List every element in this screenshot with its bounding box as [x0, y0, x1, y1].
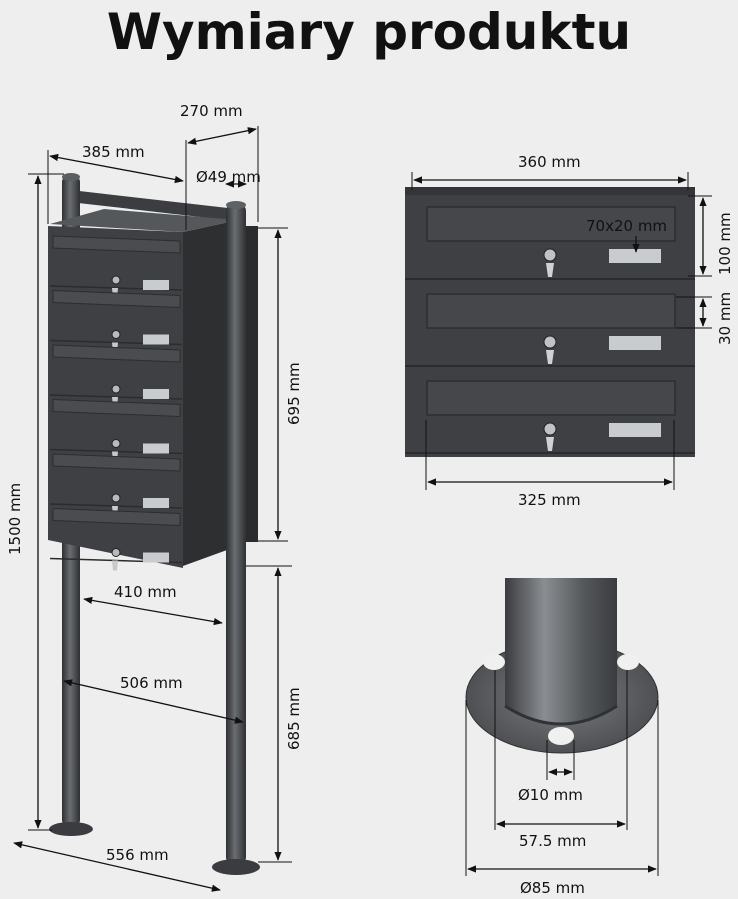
nameplate	[143, 389, 169, 399]
lock-icon	[111, 330, 121, 339]
nameplate	[609, 423, 661, 437]
page-title: Wymiary produktu	[106, 3, 632, 61]
compartment-flap	[52, 235, 181, 254]
lock-icon	[111, 275, 121, 285]
compartment-flap	[52, 344, 181, 363]
key-icon	[546, 437, 554, 451]
compartment-5	[49, 453, 183, 516]
compartment-2	[49, 289, 183, 353]
nameplate	[143, 443, 169, 454]
label-total-height: 1500 mm	[6, 483, 24, 555]
nameplate	[143, 280, 169, 290]
compartment-1	[49, 235, 183, 298]
compartment-flap	[52, 507, 181, 527]
label-hole-spacing: 57.5 mm	[519, 832, 586, 850]
label-flange-diameter: Ø85 mm	[520, 879, 585, 897]
compartment-6	[49, 507, 183, 571]
front-compartment-1	[405, 206, 695, 280]
label-base-width: 556 mm	[106, 846, 169, 864]
post-base-illustration	[465, 578, 659, 754]
label-inner-width: 410 mm	[114, 583, 177, 601]
nameplate	[609, 249, 661, 263]
compartment-4	[49, 398, 183, 462]
label-post-spacing: 506 mm	[120, 674, 183, 692]
nameplate	[143, 498, 169, 508]
mail-slot	[426, 206, 676, 242]
label-slot-width: 325 mm	[518, 491, 581, 509]
compartment-flap	[52, 398, 181, 418]
lock-icon	[111, 493, 121, 503]
lock-icon	[111, 548, 121, 557]
dimension-lines	[13, 126, 712, 892]
label-front-width: 360 mm	[518, 153, 581, 171]
key-icon	[112, 560, 118, 571]
lock-icon	[111, 384, 121, 394]
label-nameplate: 70x20 mm	[586, 217, 667, 235]
nameplate	[609, 336, 661, 350]
label-pipe-diameter: Ø49 mm	[196, 168, 261, 186]
nameplate	[143, 334, 169, 345]
label-box-height: 695 mm	[285, 362, 303, 425]
mailbox-compartments	[49, 235, 183, 571]
label-compartment-height: 100 mm	[716, 212, 734, 275]
mail-slot	[426, 380, 676, 416]
front-compartment-2	[405, 293, 695, 367]
label-width-top: 385 mm	[82, 143, 145, 161]
lock-icon	[111, 439, 121, 448]
front-compartment-3	[405, 380, 695, 454]
key-icon	[546, 263, 554, 277]
label-slot-height: 30 mm	[716, 292, 734, 345]
label-hole-diameter: Ø10 mm	[518, 786, 583, 804]
key-icon	[546, 350, 554, 364]
lock-icon	[543, 248, 557, 262]
lock-icon	[543, 335, 557, 349]
lock-icon	[543, 422, 557, 436]
compartment-flap	[52, 289, 181, 309]
mail-slot	[426, 293, 676, 329]
front-view-compartments	[405, 206, 695, 454]
label-leg-height: 685 mm	[285, 687, 303, 750]
nameplate	[143, 552, 169, 563]
compartment-flap	[52, 453, 181, 472]
label-depth: 270 mm	[180, 102, 243, 120]
